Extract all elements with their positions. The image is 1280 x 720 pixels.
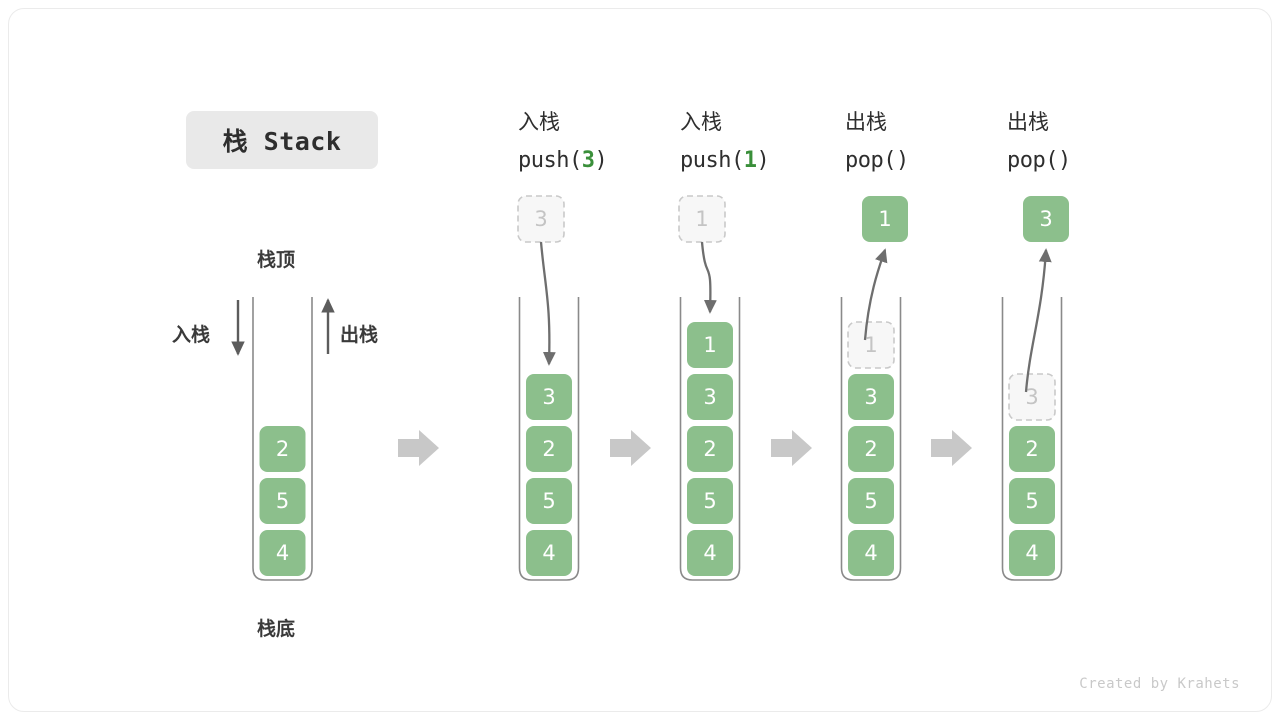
step-code-2: pop() xyxy=(845,142,909,180)
label-pop-side: 出栈 xyxy=(340,325,379,346)
vacated-slot-pop-1: 1 xyxy=(847,321,895,369)
flow-arrow-2 xyxy=(610,430,651,466)
stack-cell-push-3-5: 5 xyxy=(526,478,572,524)
label-stack-bottom: 栈底 xyxy=(257,619,296,640)
stack-tube-pop-3 xyxy=(1001,297,1063,581)
vacated-slot-pop-3: 3 xyxy=(1008,373,1056,421)
step-code-suffix-0: ) xyxy=(594,148,608,173)
stack-cell-pop-1-4: 4 xyxy=(848,530,894,576)
step-code-arg-1: 1 xyxy=(743,148,757,173)
pop-arrow-pop-1 xyxy=(863,248,888,341)
stack-tube-push-3 xyxy=(518,297,580,581)
stack-title-badge: 栈 Stack xyxy=(186,111,378,169)
step-cn-label-2: 出栈 xyxy=(845,111,887,134)
step-cn-label-0: 入栈 xyxy=(518,111,560,134)
flow-arrow-3 xyxy=(771,430,812,466)
flow-arrow-4 xyxy=(931,430,972,466)
reference-cell-2: 2 xyxy=(259,426,306,472)
stack-cell-pop-3-2-value: 2 xyxy=(1025,437,1038,461)
stack-cell-pop-3-5-value: 5 xyxy=(1025,489,1038,513)
step-cn-label-3: 出栈 xyxy=(1007,111,1049,134)
incoming-ghost-push-1: 1 xyxy=(678,195,726,243)
popped-value-pop-1-value: 1 xyxy=(878,207,891,231)
popped-value-pop-1: 1 xyxy=(862,196,908,242)
stack-tube-push-1 xyxy=(679,297,741,581)
stack-cell-push-1-5: 5 xyxy=(687,478,733,524)
reference-cell-5-value: 5 xyxy=(276,489,289,513)
reference-cell-5: 5 xyxy=(259,478,306,524)
incoming-ghost-push-1-value: 1 xyxy=(695,207,708,231)
step-header-1: 入栈 push(1) xyxy=(680,104,770,180)
stack-cell-push-1-3-value: 3 xyxy=(703,385,716,409)
stack-cell-pop-1-5: 5 xyxy=(848,478,894,524)
push-arrow-push-3 xyxy=(539,241,556,366)
step-code-0: push(3) xyxy=(518,142,608,180)
stack-cell-push-1-5-value: 5 xyxy=(703,489,716,513)
popped-value-pop-3-value: 3 xyxy=(1039,207,1052,231)
stack-cell-push-1-4: 4 xyxy=(687,530,733,576)
step-code-suffix-2: ) xyxy=(895,148,909,173)
step-header-2: 出栈 pop() xyxy=(845,104,909,180)
incoming-ghost-push-3-value: 3 xyxy=(534,207,547,231)
step-cn-label-1: 入栈 xyxy=(680,111,722,134)
stack-cell-push-3-4: 4 xyxy=(526,530,572,576)
reference-cell-2-value: 2 xyxy=(276,437,289,461)
label-push-side: 入栈 xyxy=(172,325,211,346)
incoming-ghost-push-3: 3 xyxy=(517,195,565,243)
step-code-suffix-3: ) xyxy=(1057,148,1071,173)
stack-cell-push-1-4-value: 4 xyxy=(703,541,716,565)
pop-arrow-pop-3 xyxy=(1024,248,1052,393)
step-code-3: pop() xyxy=(1007,142,1071,180)
stack-cell-pop-1-4-value: 4 xyxy=(864,541,877,565)
stack-cell-pop-1-2-value: 2 xyxy=(864,437,877,461)
stack-cell-pop-3-4: 4 xyxy=(1009,530,1055,576)
stack-cell-pop-3-2: 2 xyxy=(1009,426,1055,472)
stack-cell-push-1-1-value: 1 xyxy=(703,333,716,357)
stack-cell-push-3-5-value: 5 xyxy=(542,489,555,513)
label-stack-top: 栈顶 xyxy=(257,250,296,271)
reference-cell-4-value: 4 xyxy=(276,541,289,565)
stack-cell-pop-1-3: 3 xyxy=(848,374,894,420)
step-header-3: 出栈 pop() xyxy=(1007,104,1071,180)
stack-cell-push-3-2-value: 2 xyxy=(542,437,555,461)
stack-cell-push-1-2-value: 2 xyxy=(703,437,716,461)
vacated-slot-pop-3-value: 3 xyxy=(1025,385,1038,409)
step-code-prefix-1: push( xyxy=(680,148,744,173)
stack-cell-push-3-2: 2 xyxy=(526,426,572,472)
step-header-0: 入栈 push(3) xyxy=(518,104,608,180)
stack-cell-pop-1-5-value: 5 xyxy=(864,489,877,513)
step-code-suffix-1: ) xyxy=(756,148,770,173)
credit-text: Created by Krahets xyxy=(1079,676,1240,692)
stack-cell-push-3-3-value: 3 xyxy=(542,385,555,409)
stack-cell-pop-1-3-value: 3 xyxy=(864,385,877,409)
step-code-arg-0: 3 xyxy=(581,148,595,173)
stack-cell-push-1-3: 3 xyxy=(687,374,733,420)
stack-cell-pop-1-2: 2 xyxy=(848,426,894,472)
popped-value-pop-3: 3 xyxy=(1023,196,1069,242)
stack-cell-push-3-4-value: 4 xyxy=(542,541,555,565)
step-code-prefix-3: pop( xyxy=(1007,148,1058,173)
stack-tube-pop-1 xyxy=(840,297,902,581)
step-code-prefix-2: pop( xyxy=(845,148,896,173)
stack-cell-pop-3-4-value: 4 xyxy=(1025,541,1038,565)
stack-cell-push-1-1: 1 xyxy=(687,322,733,368)
stack-cell-pop-3-5: 5 xyxy=(1009,478,1055,524)
stack-cell-push-1-2: 2 xyxy=(687,426,733,472)
stack-cell-push-3-3: 3 xyxy=(526,374,572,420)
step-code-prefix-0: push( xyxy=(518,148,582,173)
step-code-1: push(1) xyxy=(680,142,770,180)
reference-cell-4: 4 xyxy=(259,530,306,576)
vacated-slot-pop-1-value: 1 xyxy=(864,333,877,357)
reference-stack-tube xyxy=(252,297,313,581)
push-arrow-push-1 xyxy=(700,241,717,314)
flow-arrow-1 xyxy=(398,430,439,466)
